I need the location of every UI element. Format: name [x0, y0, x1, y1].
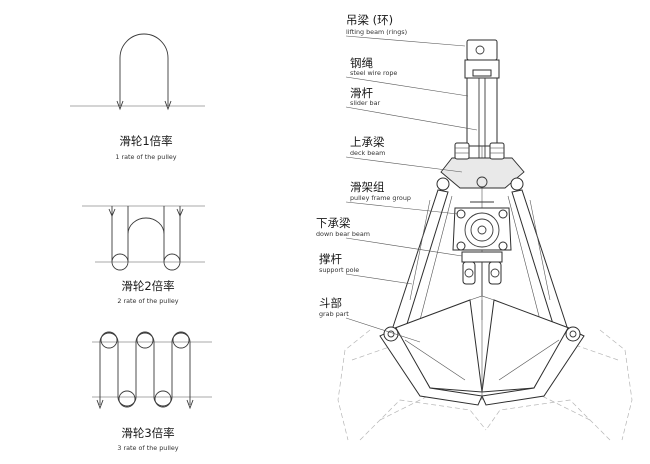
- callout-pulley-frame-zh: 滑架组: [350, 180, 385, 194]
- pulley-frame-group: [452, 201, 512, 251]
- lifting-beam: [464, 39, 500, 147]
- callout-lifting-beam-en: lifting beam (rings): [346, 28, 407, 36]
- callout-deck-beam-en: deck beam: [350, 149, 385, 157]
- grab-part: [379, 295, 585, 406]
- pulley-rate-1-diagram: [70, 33, 205, 111]
- pulley-rate-2-label-zh: 滑轮2倍率: [121, 279, 174, 293]
- pulley-rate-1-label-en: 1 rate of the pulley: [115, 153, 176, 161]
- callout-slider-bar-zh: 滑杆: [350, 86, 373, 100]
- callout-pulley-frame-en: pulley frame group: [350, 194, 411, 202]
- pulley-rate-1-label-zh: 滑轮1倍率: [119, 134, 172, 148]
- pulley-rate-3-label-zh: 滑轮3倍率: [121, 426, 174, 440]
- pulley-rate-3-label-en: 3 rate of the pulley: [117, 444, 178, 452]
- callout-grab-part-zh: 斗部: [319, 296, 342, 310]
- pulley-rate-2-diagram: [82, 205, 205, 271]
- callout-steel-wire-rope-zh: 钢绳: [350, 56, 373, 70]
- callout-grab-part-en: grab part: [319, 310, 349, 318]
- callout-slider-bar-en: slider bar: [350, 99, 381, 107]
- callout-support-pole-zh: 撑杆: [319, 252, 342, 266]
- callout-steel-wire-rope-en: steel wire rope: [350, 69, 397, 77]
- callout-down-bear-beam-zh: 下承梁: [316, 216, 351, 230]
- deck-beam: [436, 142, 525, 191]
- callout-down-bear-beam-en: down bear beam: [316, 230, 370, 238]
- callout-deck-beam-zh: 上承梁: [350, 135, 385, 149]
- callout-support-pole-en: support pole: [319, 266, 359, 274]
- pulley-rate-2-label-en: 2 rate of the pulley: [117, 297, 178, 305]
- pulley-rate-3-diagram: [92, 331, 212, 410]
- callout-lifting-beam-zh: 吊梁 (环): [346, 13, 393, 27]
- down-bear-beam: [461, 251, 503, 296]
- callout-lines: [345, 35, 478, 343]
